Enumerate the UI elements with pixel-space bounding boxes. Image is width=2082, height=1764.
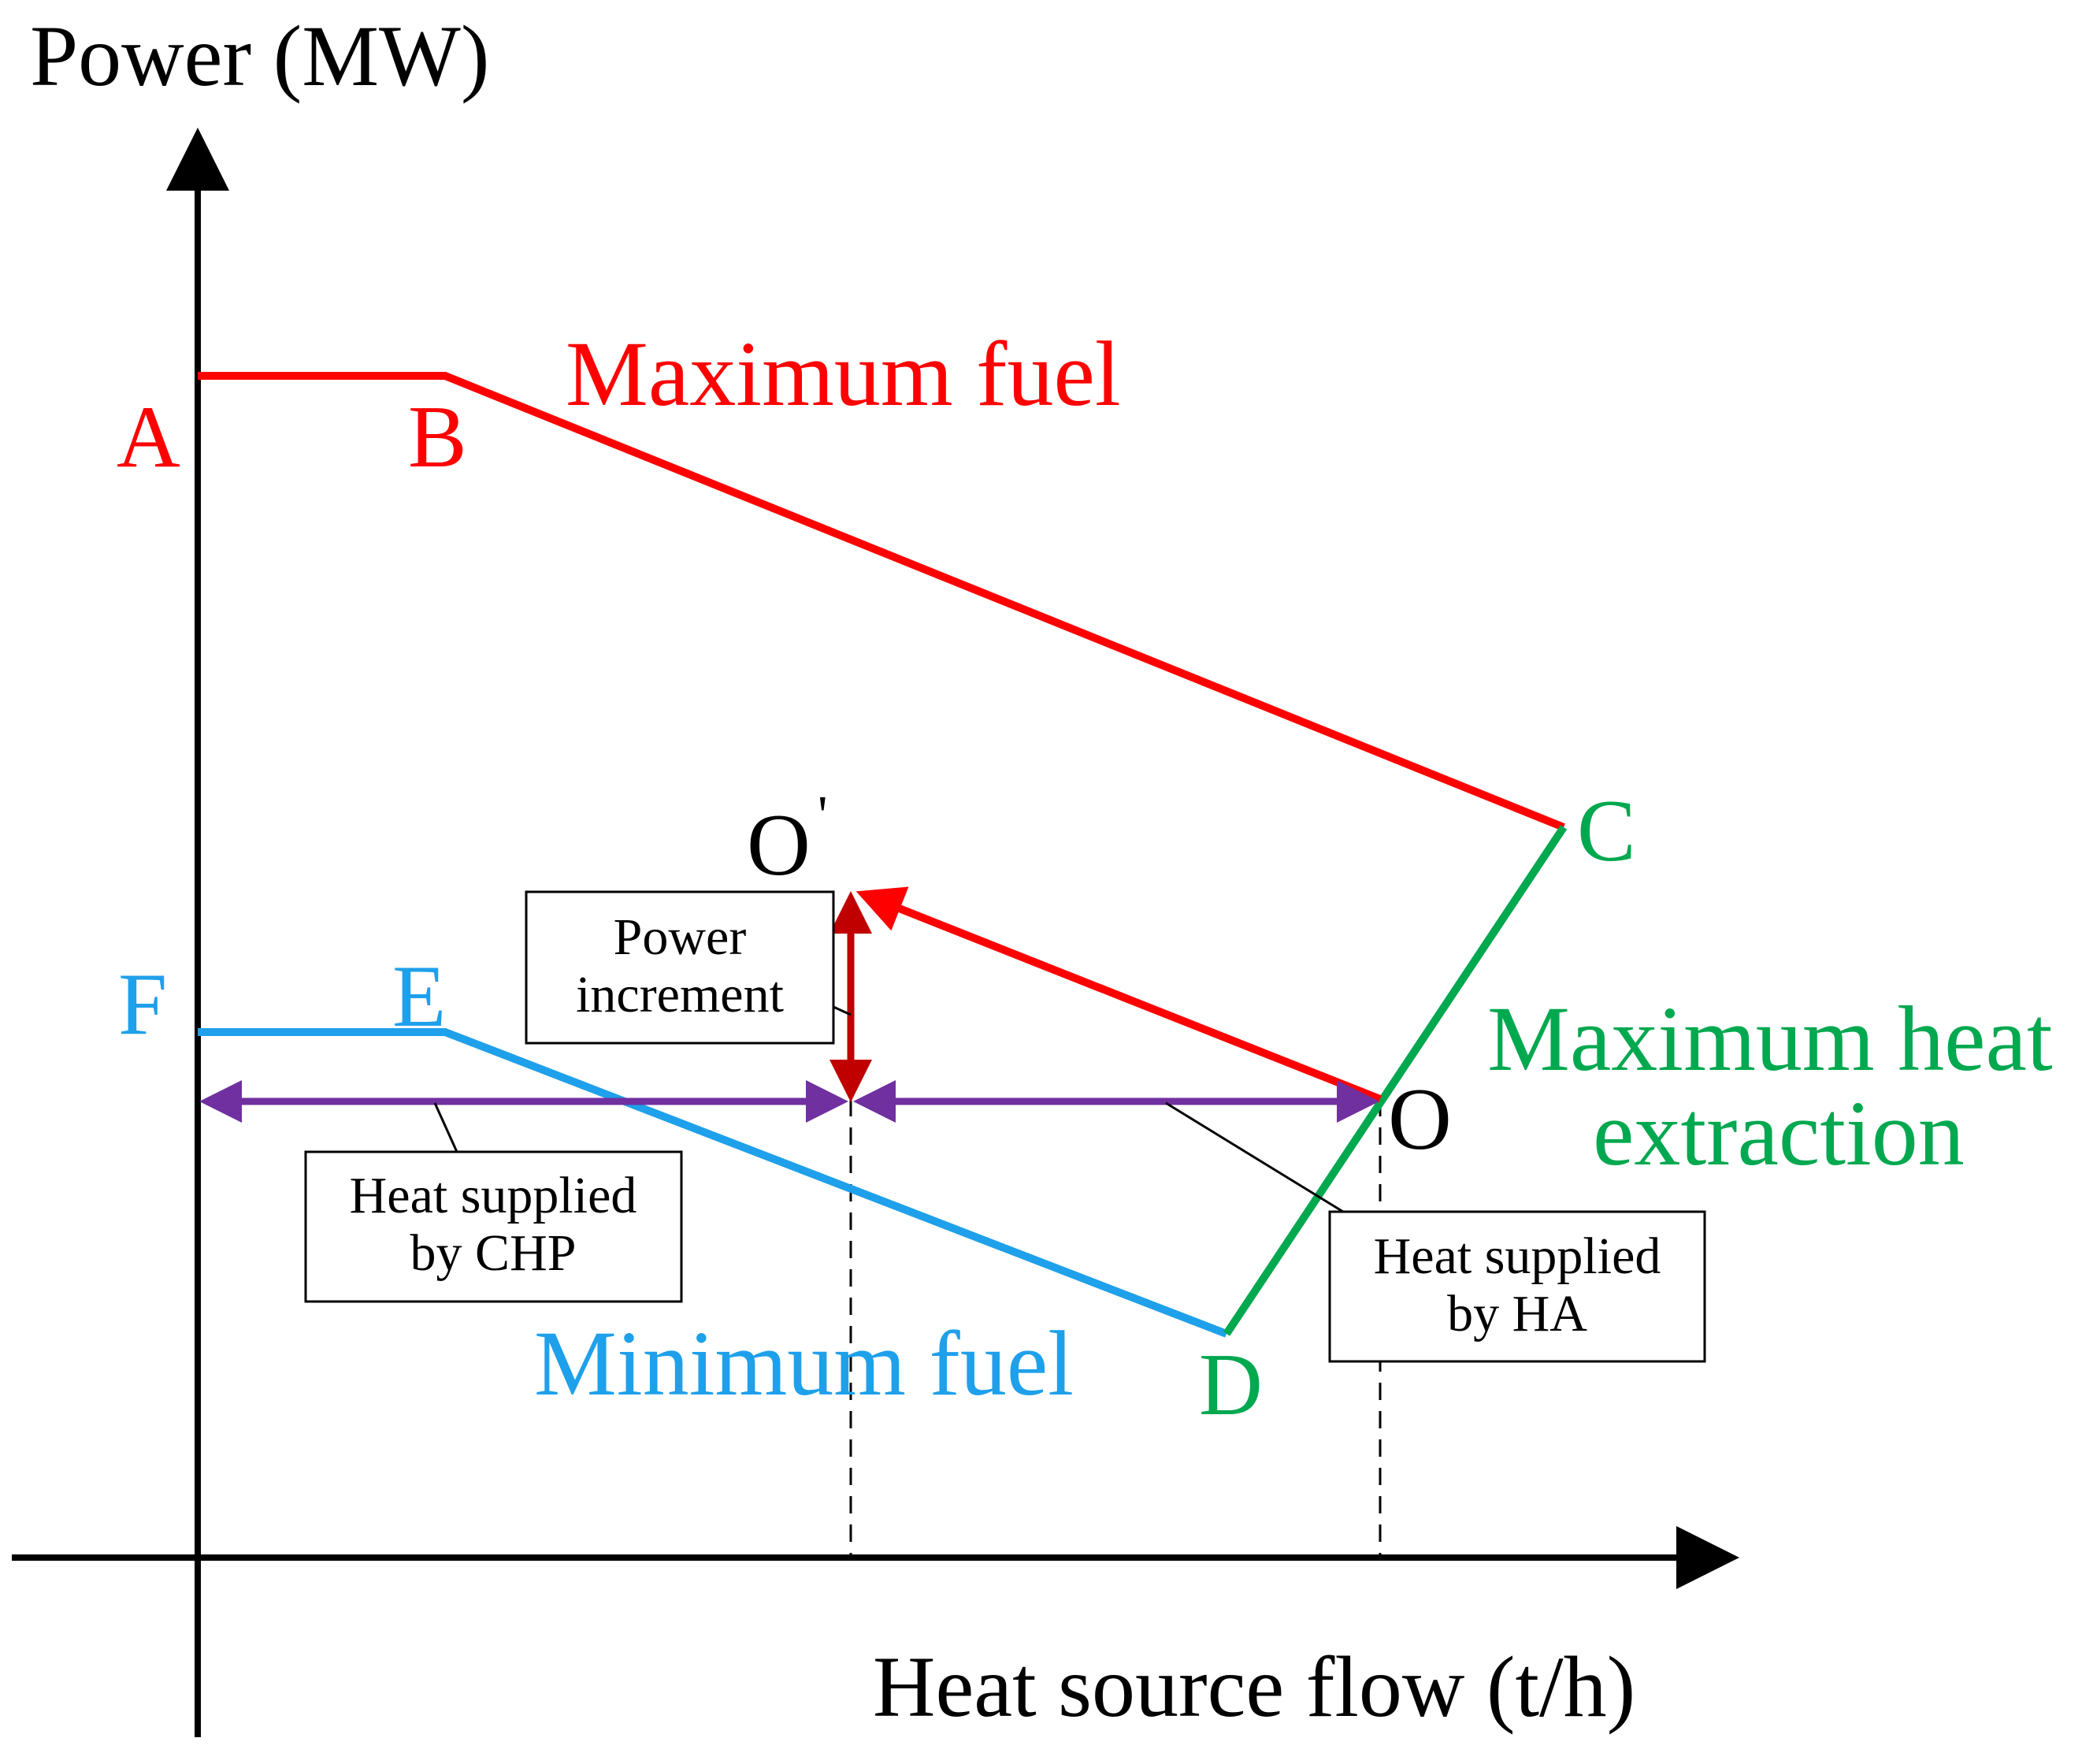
heat-ha-line2: by HA [1447, 1285, 1587, 1342]
prime-mark: ' [818, 785, 828, 846]
power-increment-line1: Power [614, 908, 747, 966]
y-axis-label: Power (MW) [30, 8, 489, 104]
max-heat-label-line1: Maximum heat [1487, 987, 2053, 1090]
max-fuel-curve [198, 372, 1565, 831]
heat-chp-line1: Heat supplied [350, 1167, 637, 1224]
point-f-label: F [118, 956, 167, 1053]
point-o-label: O [1388, 1071, 1452, 1168]
min-fuel-curve [198, 1028, 1228, 1338]
point-o-prime-label: O [747, 797, 811, 894]
leader-power-increment [833, 1005, 852, 1016]
heat-chp-box [304, 1150, 683, 1303]
max-heat-curve [1223, 825, 1568, 1336]
point-d-label: D [1199, 1336, 1263, 1434]
min-fuel-label: Minimum fuel [534, 1312, 1074, 1415]
point-a-label: A [117, 388, 180, 486]
point-e-label: E [392, 948, 446, 1045]
power-increment-line2: increment [576, 966, 784, 1023]
leader-ha [1165, 1101, 1344, 1213]
x-axis-label: Heat source flow (t/h) [873, 1639, 1635, 1735]
max-fuel-label: Maximum fuel [566, 322, 1121, 425]
point-c-label: C [1577, 782, 1636, 880]
heat-chp-line2: by CHP [410, 1224, 577, 1282]
heat-ha-line1: Heat supplied [1374, 1227, 1661, 1285]
power-increment-box [525, 890, 835, 1045]
leader-chp [433, 1102, 458, 1153]
heat-ha-box [1328, 1210, 1706, 1363]
shift-arrow [855, 886, 1382, 1103]
max-heat-label-line2: extraction [1593, 1082, 1965, 1185]
point-b-label: B [408, 388, 467, 486]
